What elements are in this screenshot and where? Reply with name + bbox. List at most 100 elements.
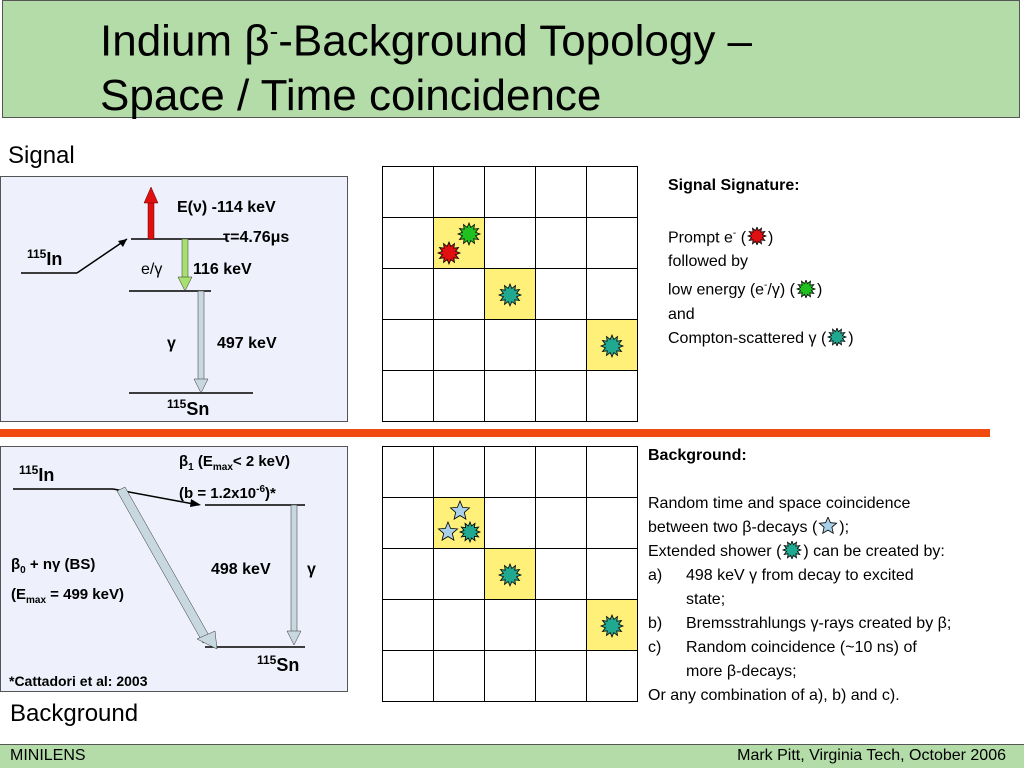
beta0-arrow xyxy=(116,486,212,644)
green-burst-icon xyxy=(456,221,482,247)
grid-cell xyxy=(382,599,434,651)
teal-burst-shape xyxy=(827,326,848,347)
grid-cell xyxy=(484,497,536,549)
blue-star-shape xyxy=(818,515,838,535)
signature-line: followed by xyxy=(668,253,749,271)
grid-cell xyxy=(433,319,485,371)
beta0-arrowhead xyxy=(196,630,218,650)
grid-cell xyxy=(535,370,587,422)
text-part: (b = 1.2x10 xyxy=(179,485,257,502)
beta1-label: β1 (Emax< 2 keV) (b = 1.2x10-6)* xyxy=(179,451,290,505)
signature-line: Prompt e- () xyxy=(668,222,1018,250)
text-sub: 1 xyxy=(188,462,194,473)
gamma-arrow xyxy=(290,504,298,634)
red-burst-icon xyxy=(746,226,768,247)
grid-cell-highlight xyxy=(433,217,485,269)
text-part: = 499 keV) xyxy=(46,586,124,603)
list-text: Bremsstrahlungs γ-rays created by β; xyxy=(686,615,952,632)
grid-cell xyxy=(586,268,638,320)
grid-cell xyxy=(433,650,485,702)
teal-burst-icon xyxy=(782,539,803,561)
background-line: between two β-decays (); xyxy=(648,515,1020,540)
footer-right: Mark Pitt, Virginia Tech, October 2006 xyxy=(737,747,1006,764)
grid-cell xyxy=(535,166,587,218)
grid-cell xyxy=(535,446,587,498)
red-burst-shape xyxy=(746,226,768,247)
signal-decay-diagram: 115In E(ν) -114 keV τ=4.76μs e/γ 116 keV… xyxy=(0,176,348,422)
neutrino-arrow xyxy=(147,200,155,240)
list-text: state; xyxy=(686,591,726,608)
text-part: ( xyxy=(736,229,747,247)
burst-single xyxy=(599,333,625,359)
decay-line xyxy=(76,238,128,274)
grid-cell xyxy=(535,599,587,651)
signal-signature-heading: Signal Signature: xyxy=(668,177,800,194)
in-symbol: In xyxy=(38,465,55,485)
gamma-label: γ xyxy=(307,561,316,578)
title-banner xyxy=(2,0,1020,118)
list-marker: c) xyxy=(648,639,662,656)
grid-cell xyxy=(382,166,434,218)
grid-cell-highlight xyxy=(484,268,536,320)
sn-115-label: 115Sn xyxy=(167,397,209,420)
text-part: between two β-decays ( xyxy=(648,519,818,536)
text-part: Prompt e xyxy=(668,229,733,247)
e-gamma-label: e/γ xyxy=(141,261,163,278)
title-line2: Space / Time coincidence xyxy=(100,70,602,120)
grid-cell-highlight xyxy=(433,497,485,549)
tau-label: τ=4.76μs xyxy=(223,229,290,246)
gamma-arrowhead xyxy=(286,630,302,646)
footer-left: MINILENS xyxy=(10,747,86,764)
decay-arrowhead xyxy=(118,239,127,247)
text-part: ) xyxy=(848,329,854,347)
background-line: Random time and space coincidence xyxy=(648,495,911,512)
text-part: β xyxy=(11,556,21,573)
list-text: 498 keV γ from decay to excited xyxy=(686,567,914,584)
grid-cell xyxy=(484,217,536,269)
grid-cell xyxy=(433,599,485,651)
in-mass: 115 xyxy=(27,247,47,261)
grid-cell xyxy=(484,650,536,702)
sn-symbol: Sn xyxy=(186,399,210,419)
teal-burst-icon xyxy=(497,282,523,308)
grid-cell xyxy=(382,319,434,371)
text-sub: max xyxy=(26,595,47,606)
text-sub: 0 xyxy=(20,565,26,576)
nu-energy-label: E(ν) -114 keV xyxy=(177,199,276,216)
grid-cell-highlight xyxy=(484,548,536,600)
in-mass: 115 xyxy=(19,463,39,477)
list-text: Random coincidence (~10 ns) of xyxy=(686,639,917,656)
energy-label: 498 keV xyxy=(211,561,271,578)
grid-cell xyxy=(535,497,587,549)
text-sub: max xyxy=(212,462,233,473)
sn-115-label: 115Sn xyxy=(257,653,299,676)
gamma-arrow xyxy=(197,290,205,382)
signal-label: Signal xyxy=(8,142,75,169)
grid-cell xyxy=(586,548,638,600)
background-label: Background xyxy=(10,700,139,727)
text-part: ) xyxy=(816,281,823,299)
text-sup: - xyxy=(764,280,768,292)
grid-cell-highlight xyxy=(586,599,638,651)
grid-cell xyxy=(586,497,638,549)
text-part: )* xyxy=(265,485,276,502)
grid-cell xyxy=(586,166,638,218)
grid-cell xyxy=(586,370,638,422)
e-gamma-energy-label: 116 keV xyxy=(193,261,252,278)
blue-star-icon xyxy=(449,499,471,520)
grid-cell xyxy=(382,446,434,498)
list-marker: a) xyxy=(648,567,663,584)
grid-cell xyxy=(433,446,485,498)
teal-burst-icon xyxy=(827,326,848,347)
title-beta: β xyxy=(244,16,270,66)
sn-mass: 115 xyxy=(257,653,277,667)
grid-cell xyxy=(433,370,485,422)
text-part: /γ) ( xyxy=(767,281,795,299)
grid-cell xyxy=(433,166,485,218)
e-gamma-arrow xyxy=(181,238,189,280)
title-part: -Background Topology – xyxy=(278,16,753,66)
list-text: more β-decays; xyxy=(686,663,797,680)
text-part: (E xyxy=(11,586,26,603)
green-burst-shape xyxy=(795,278,817,299)
text-part: + nγ (BS) xyxy=(25,556,96,573)
